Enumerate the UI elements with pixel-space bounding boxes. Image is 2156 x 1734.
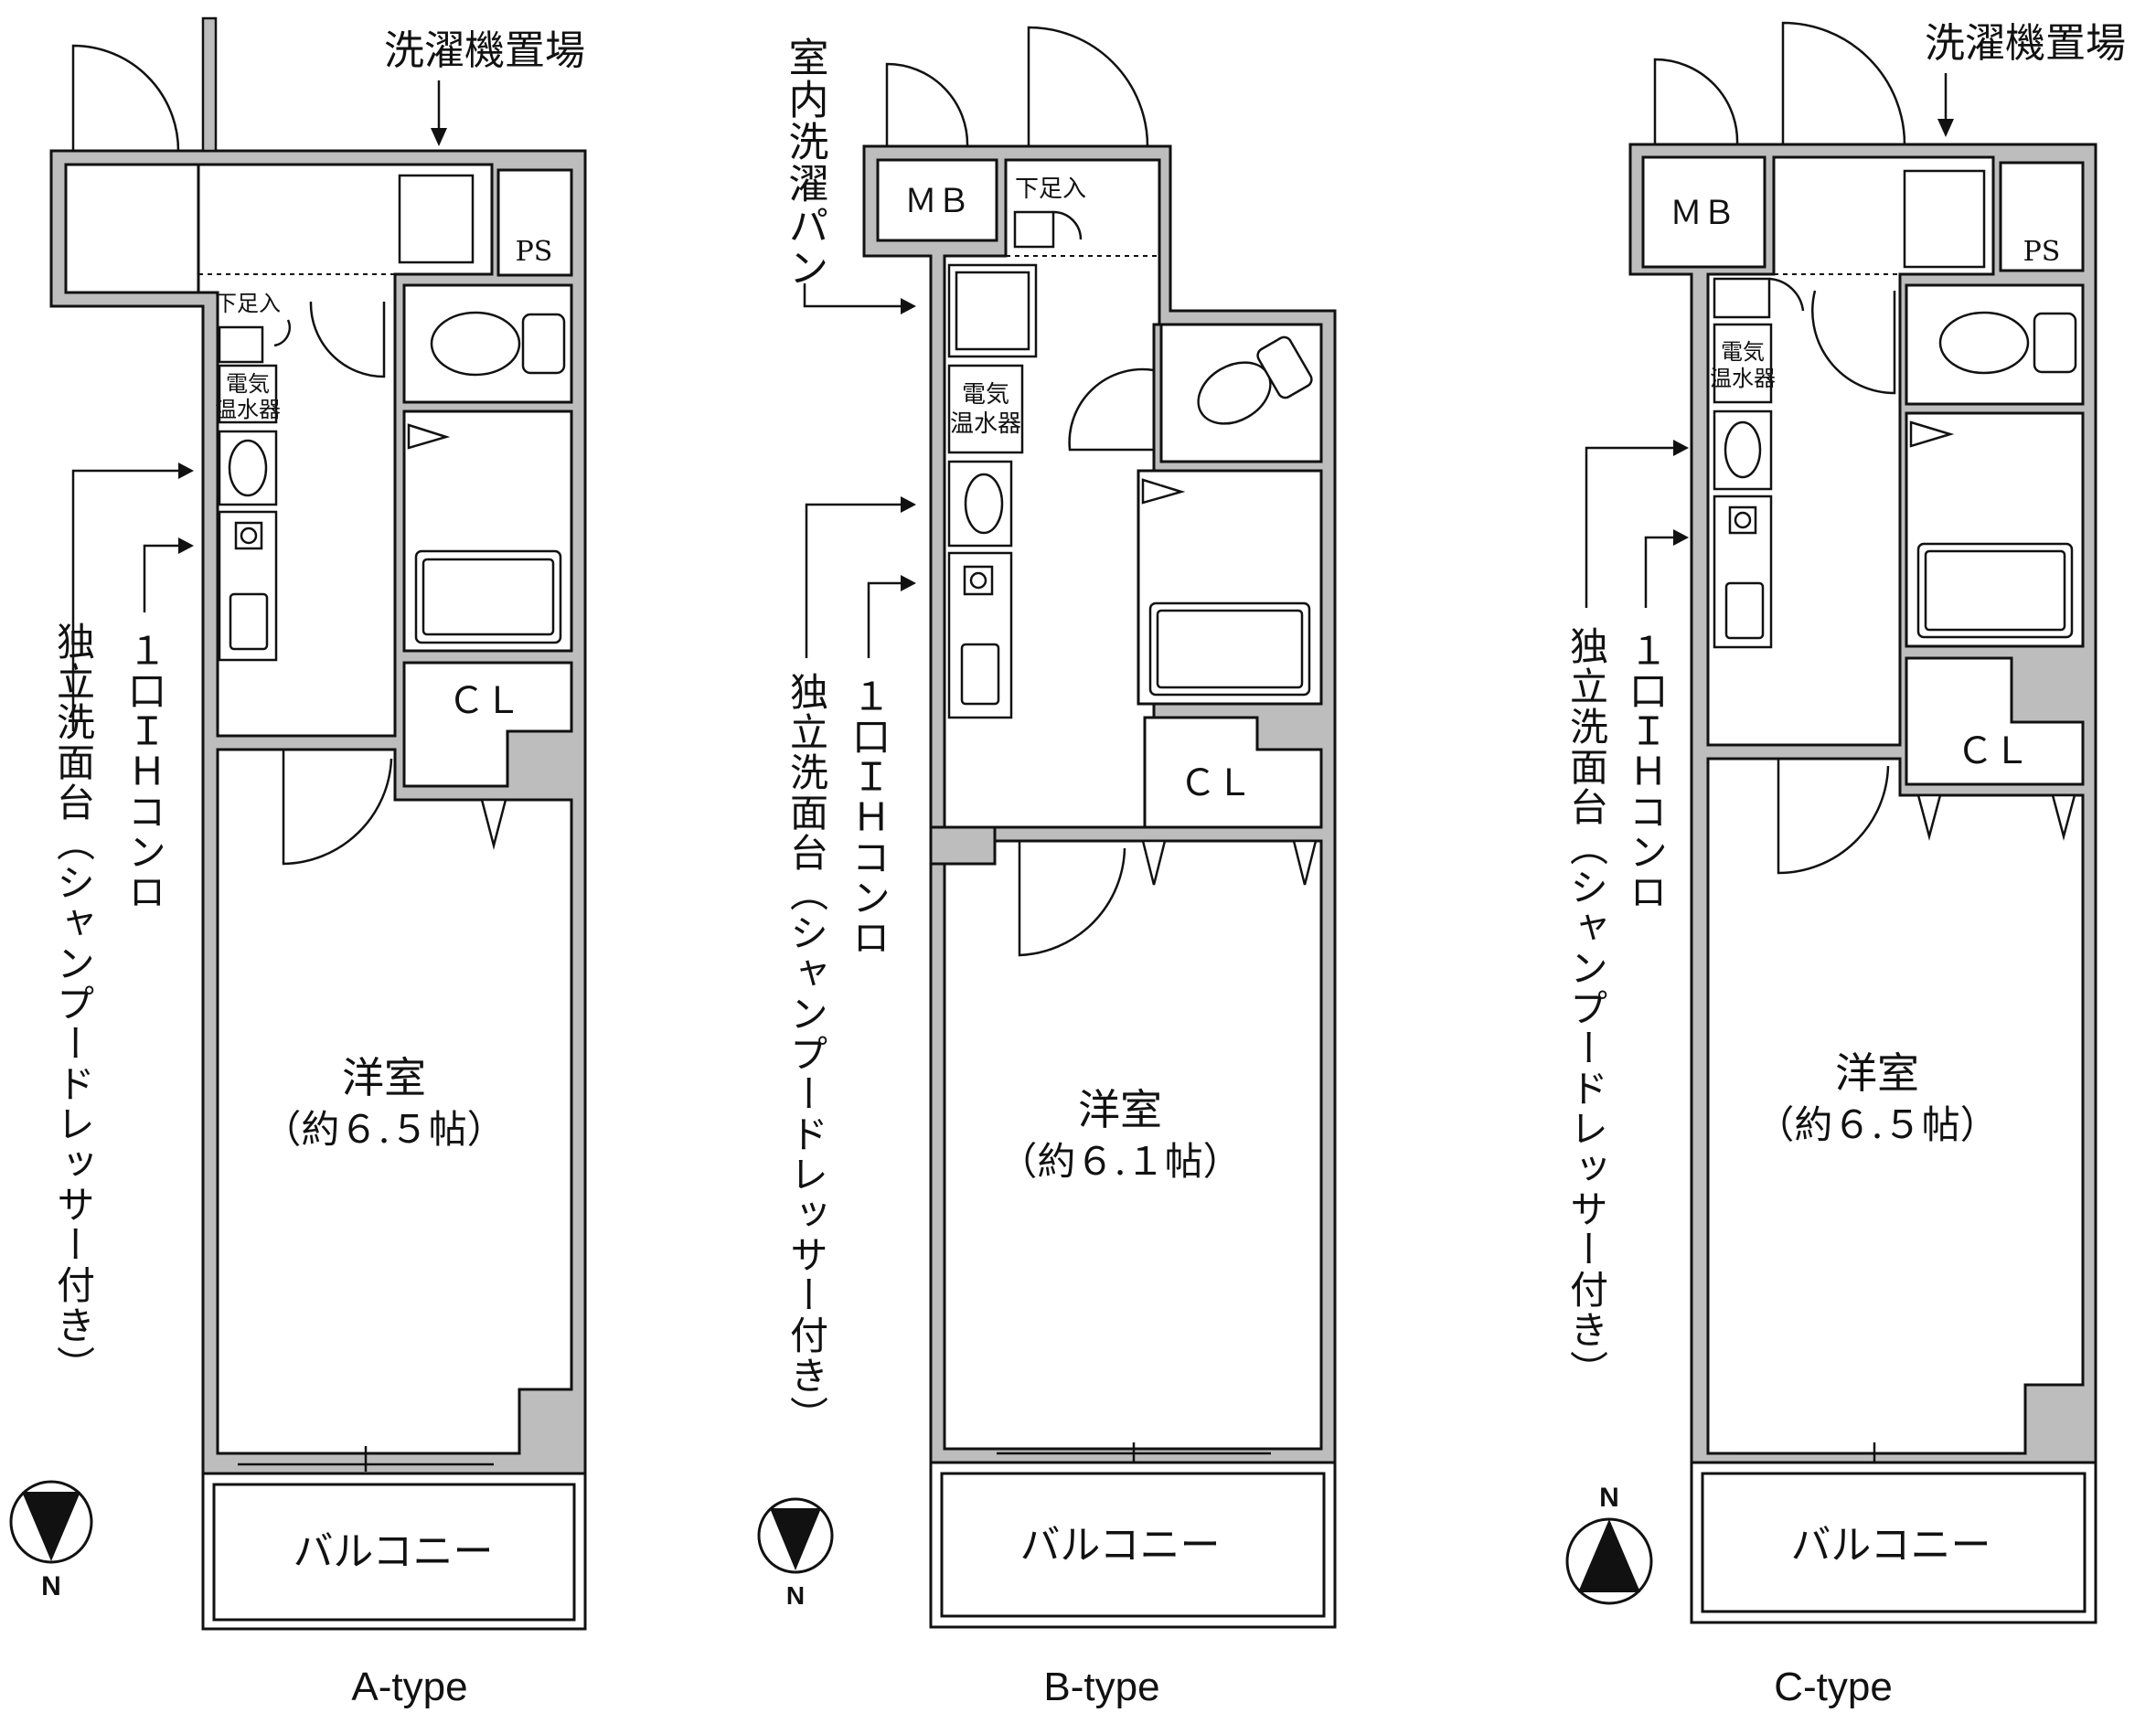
plan-b-room-label: 洋室 xyxy=(1078,1085,1162,1134)
plan-a xyxy=(49,16,587,1631)
plan-b-closet-label: ＣＬ xyxy=(1179,762,1253,804)
plan-c-toilet-icon xyxy=(1938,311,2030,375)
plan-c xyxy=(1628,21,2097,1624)
plan-c-washer-label: 洗濯機置場 xyxy=(1925,20,2126,67)
plan-a-heater-label-2: 温水器 xyxy=(215,397,281,422)
plan-b-western-room xyxy=(943,839,1323,1451)
plan-c-sink-icon xyxy=(1724,420,1762,479)
plan-a-ps xyxy=(496,168,573,277)
plan-a-room-door xyxy=(282,750,393,866)
plan-a-washer-label: 洗濯機置場 xyxy=(384,27,585,74)
plan-b-balcony-label: バルコニー xyxy=(1019,1522,1220,1569)
plan-b xyxy=(862,26,1337,1629)
plan-b-vanity-label: 独立洗面台（シャンプードレッサー付き） xyxy=(784,672,829,1436)
plan-b-water-heater xyxy=(947,364,1024,454)
plan-c-type-label: C-type xyxy=(1774,1665,1893,1709)
plan-a-room-label: 洋室 xyxy=(342,1053,426,1102)
plan-c-water-heater xyxy=(1713,323,1773,404)
plan-b-sink-icon xyxy=(964,473,1004,535)
plan-c-compass: N xyxy=(1565,1483,1653,1605)
plan-a-shoe-label: 下足入 xyxy=(215,291,281,316)
plan-a-type-label: A-type xyxy=(351,1665,467,1709)
plan-c-heater-label-2: 温水器 xyxy=(1710,366,1776,391)
plan-b-north-label: N xyxy=(786,1581,805,1610)
plan-c-mb-label: ＭＢ xyxy=(1670,195,1735,232)
plan-b-closet xyxy=(1143,716,1323,829)
plan-b-heater-label-1: 電気 xyxy=(962,381,1009,409)
plan-b-ih-label: １口ＩＨコンロ xyxy=(847,676,891,958)
plan-b-mb xyxy=(876,158,998,242)
plan-c-ih-label: １口ＩＨコンロ xyxy=(1624,631,1669,912)
plan-c-north-label: N xyxy=(1599,1483,1619,1513)
plan-c-closet xyxy=(1905,656,2085,786)
plan-a-vanity-label: 独立洗面台（シャンプードレッサー付き） xyxy=(51,622,96,1386)
plan-c-room-label: 洋室 xyxy=(1835,1048,1919,1098)
plan-a-closet-label: ＣＬ xyxy=(448,680,521,722)
plan-a-washer-space xyxy=(398,174,475,264)
plan-a-closet xyxy=(402,661,573,788)
plan-c-ps xyxy=(1999,161,2085,272)
plan-a-room-size: （約６.５帖） xyxy=(262,1107,505,1152)
plan-b-compass: N xyxy=(757,1497,834,1610)
plan-b-mb-label: ＭＢ xyxy=(904,183,970,220)
plan-a-ih-label: １口ＩＨコンロ xyxy=(123,631,167,912)
plan-b-shoe-label: 下足入 xyxy=(1015,176,1086,203)
plan-c-corridor xyxy=(1706,155,1995,747)
plan-a-entry-porch xyxy=(64,163,200,294)
plan-c-room-size: （約６.５帖） xyxy=(1756,1102,1998,1147)
plan-b-pan-label: 室内洗濯パン xyxy=(782,37,828,289)
plan-a-entry-door xyxy=(71,44,180,152)
plan-c-washer-space xyxy=(1903,169,1986,269)
plan-c-mb xyxy=(1641,155,1766,269)
plan-c-heater-label-1: 電気 xyxy=(1721,339,1765,365)
plan-a-balcony-label: バルコニー xyxy=(293,1528,493,1575)
plan-c-closet-label: ＣＬ xyxy=(1957,730,2030,772)
plan-c-vanity-label: 独立洗面台（シャンプードレッサー付き） xyxy=(1564,626,1609,1390)
plan-a-toilet-icon xyxy=(430,311,521,377)
plan-c-ps-label: PS xyxy=(2023,236,2061,268)
plan-a-shoe-cabinet xyxy=(218,325,264,364)
plan-a-compass: N xyxy=(9,1480,93,1601)
plan-b-room-size: （約６.１帖） xyxy=(998,1139,1241,1184)
plan-a-water-heater xyxy=(218,364,278,424)
plan-b-heater-label-2: 温水器 xyxy=(950,410,1021,438)
plan-a-north-label: N xyxy=(41,1571,61,1601)
plan-b-shoe-cabinet xyxy=(1013,210,1055,249)
plan-a-heater-label-1: 電気 xyxy=(226,371,270,397)
plan-c-balcony-label: バルコニー xyxy=(1790,1522,1991,1569)
plan-b-type-label: B-type xyxy=(1043,1665,1159,1709)
plan-a-ps-label: PS xyxy=(516,236,553,268)
plan-a-sink-icon xyxy=(228,439,268,497)
plan-c-shoe-cabinet xyxy=(1713,277,1771,319)
